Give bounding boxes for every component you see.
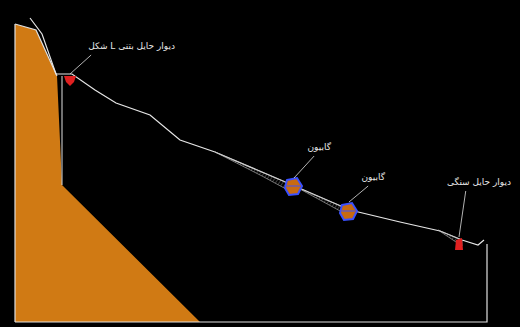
leader-line [349, 186, 368, 202]
ground-profile [15, 24, 57, 76]
gabion-symbol [340, 203, 357, 220]
callout-label: گابیون [360, 172, 386, 183]
rock-boundary [62, 76, 63, 185]
leader-line [459, 191, 466, 237]
section-frame [15, 244, 487, 322]
stone-wall-symbol [455, 238, 463, 250]
rock-mass [15, 24, 200, 322]
callout-label: گابیون [306, 142, 332, 153]
concrete-wall-symbol [64, 76, 76, 86]
leader-line [294, 156, 314, 178]
section-frame [14, 24, 15, 322]
callout-label: دیوار حایل سنگی [446, 177, 512, 188]
callout-label: دیوار حایل بتنی L شکل [87, 41, 176, 52]
backfill-wedge [215, 152, 290, 189]
gabion-symbol [285, 178, 302, 195]
leader-line [70, 55, 91, 74]
ground-profile [30, 18, 484, 245]
